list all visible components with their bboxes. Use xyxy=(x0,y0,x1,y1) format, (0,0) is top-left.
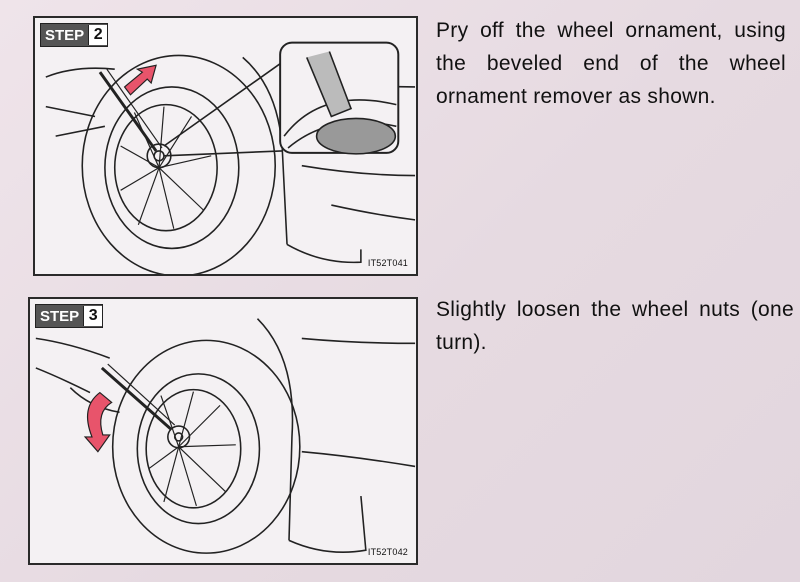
step-label: STEP xyxy=(40,307,80,325)
loosen-direction-arrow xyxy=(83,391,113,453)
step-3-illustration: STEP 3 IT52T042 xyxy=(28,297,418,565)
step-2-badge: STEP 2 xyxy=(40,23,109,47)
step-2-illustration: STEP 2 IT52T041 xyxy=(33,16,418,276)
pry-direction-arrow xyxy=(123,64,157,96)
step-2-instruction: Pry off the wheel ornament, using the be… xyxy=(436,19,786,108)
wheel-nut-loosening-drawing xyxy=(35,318,416,554)
step-number: 2 xyxy=(88,25,108,45)
wheel-ornament-removal-drawing xyxy=(45,41,416,274)
step-label: STEP xyxy=(45,26,85,44)
step-3-instruction: Slightly loosen the wheel nuts (one turn… xyxy=(436,298,794,354)
step-number: 3 xyxy=(83,306,103,326)
figure-code: IT52T042 xyxy=(367,547,408,557)
figure-code: IT52T041 xyxy=(367,258,408,268)
step-3-badge: STEP 3 xyxy=(35,304,104,328)
